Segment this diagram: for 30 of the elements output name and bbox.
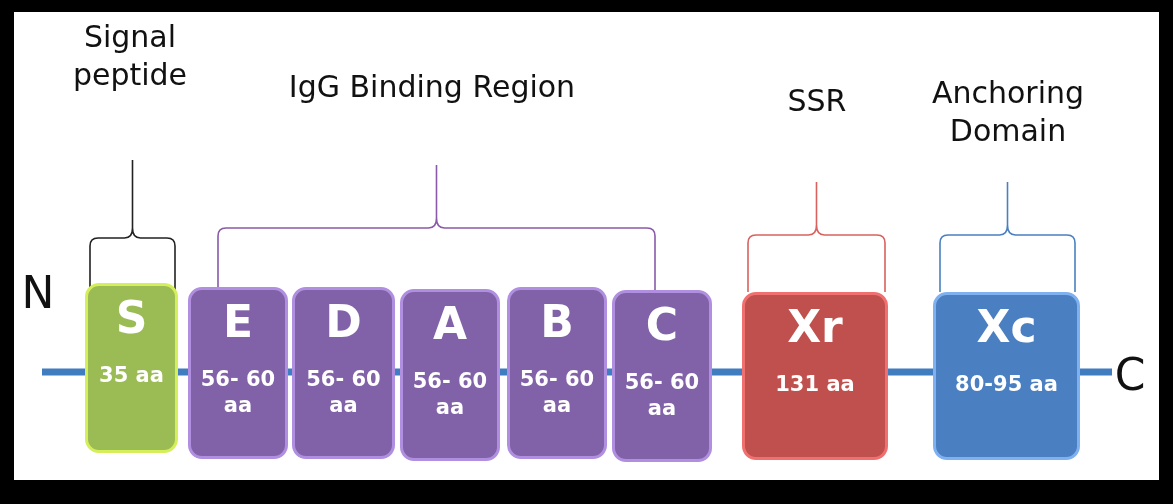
domain-letter: A bbox=[432, 298, 468, 350]
domain-letter: S bbox=[115, 292, 148, 344]
region-label: SSR bbox=[786, 82, 848, 120]
domain-length: 56- 60 aa bbox=[199, 366, 277, 418]
domain-letter: B bbox=[540, 296, 574, 348]
terminus-label: N bbox=[20, 268, 56, 318]
domain-box bbox=[612, 290, 712, 462]
domain-length: 56- 60 aa bbox=[305, 366, 382, 418]
domain-letter: C bbox=[645, 299, 679, 351]
domain-box bbox=[85, 283, 178, 453]
domain-length: 56- 60 aa bbox=[518, 366, 596, 418]
domain-box bbox=[292, 287, 395, 459]
region-label: IgG Binding Region bbox=[287, 68, 577, 106]
domain-length: 35 aa bbox=[98, 362, 165, 388]
domain-box bbox=[507, 287, 607, 459]
domain-box bbox=[742, 292, 888, 460]
region-label: Anchoring Domain bbox=[930, 74, 1086, 150]
domain-length: 131 aa bbox=[774, 371, 856, 397]
domain-box bbox=[400, 289, 500, 461]
domain-box bbox=[933, 292, 1080, 460]
region-label: Signal peptide bbox=[71, 18, 189, 94]
domain-length: 56- 60 aa bbox=[411, 368, 489, 420]
domain-length: 56- 60 aa bbox=[623, 369, 701, 421]
domain-letter: D bbox=[325, 296, 362, 348]
domain-letter: Xr bbox=[787, 301, 843, 353]
domain-letter: Xc bbox=[976, 301, 1037, 353]
terminus-label: C bbox=[1113, 350, 1147, 400]
domain-letter: E bbox=[222, 296, 254, 348]
domain-box bbox=[188, 287, 288, 459]
domain-length: 80-95 aa bbox=[954, 371, 1059, 397]
